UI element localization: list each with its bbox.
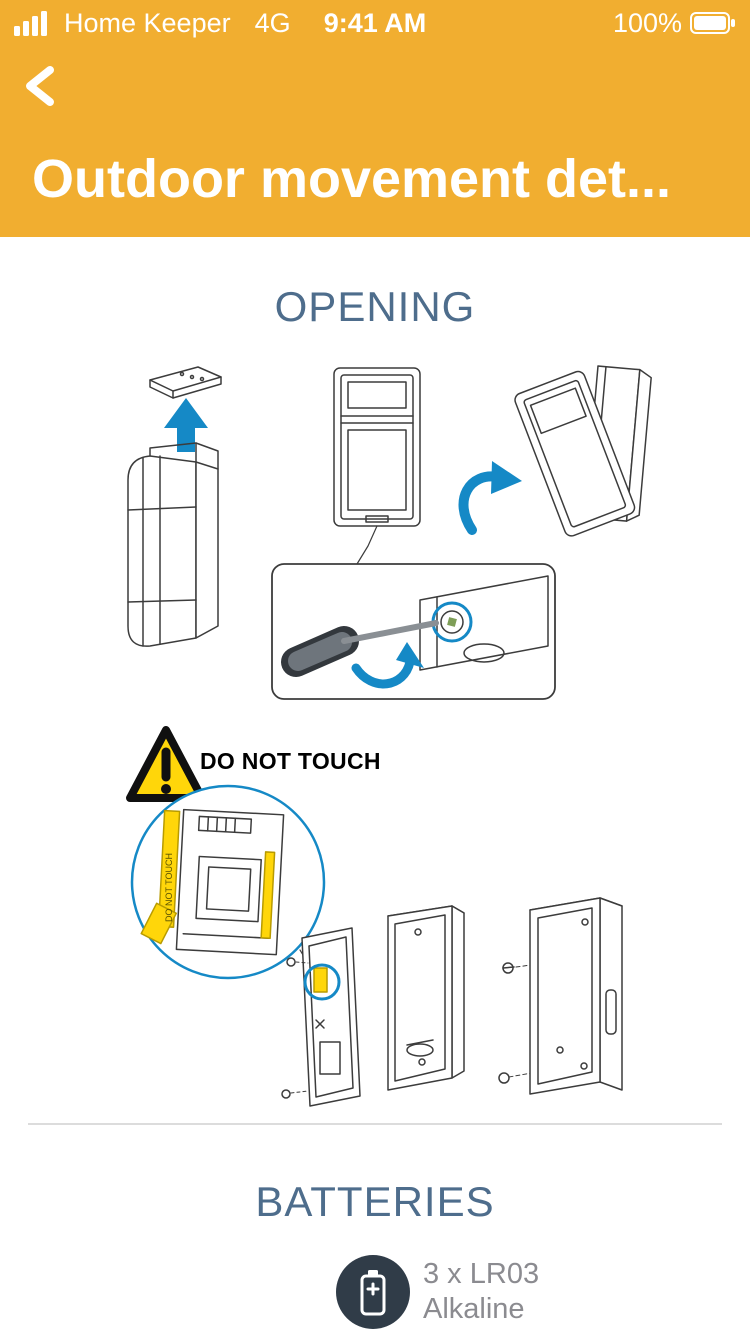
section-divider — [28, 1123, 722, 1125]
carrier-label: Home Keeper — [64, 7, 231, 38]
opening-illustration: DO NOT TOUCH — [0, 350, 750, 1120]
drawing-back-box-screws — [498, 897, 623, 1095]
battery-type: Alkaline — [423, 1293, 525, 1325]
page-title: Outdoor movement det... — [32, 149, 672, 209]
battery-badge — [336, 1255, 410, 1329]
battery-info-row: 3 x LR03 Alkaline — [336, 1255, 539, 1329]
battery-status-icon — [690, 12, 735, 34]
cellular-signal-icon — [14, 11, 47, 36]
back-button[interactable] — [12, 58, 68, 114]
battery-spec-text: 3 x LR03 Alkaline — [423, 1257, 539, 1327]
app-header: Home Keeper 4G 9:41 AM 100% Outdoor move… — [0, 0, 750, 237]
manual-content[interactable]: OPENING — [0, 237, 750, 1334]
drawing-detector-opened — [514, 365, 652, 537]
opening-illustration-drawing: DO NOT TOUCH — [126, 365, 652, 1107]
drawing-back-box — [387, 905, 465, 1091]
drawing-front-plate — [281, 927, 361, 1107]
do-not-touch-label: DO NOT TOUCH — [200, 748, 381, 774]
drawing-screw-inset — [271, 563, 556, 700]
drawing-detector-front — [333, 367, 421, 565]
status-bar: Home Keeper 4G 9:41 AM 100% — [0, 0, 750, 46]
arrow-up-icon — [164, 398, 208, 452]
drawing-detector-cap — [149, 366, 222, 399]
battery-percent-label: 100% — [612, 7, 682, 38]
chevron-left-icon — [26, 66, 54, 106]
arrow-rotate-icon — [458, 461, 522, 535]
drawing-pcb-inset: DO NOT TOUCH — [130, 784, 326, 981]
battery-spec: 3 x LR03 — [423, 1258, 540, 1290]
strip-label: DO NOT TOUCH — [164, 853, 174, 922]
drawing-detector-body — [127, 442, 219, 647]
warning-triangle-icon — [126, 726, 206, 802]
network-label: 4G — [254, 7, 291, 38]
section-title-opening: OPENING — [274, 283, 476, 330]
battery-icon — [360, 1270, 386, 1316]
clock: 9:41 AM — [323, 7, 427, 38]
section-title-batteries: BATTERIES — [255, 1178, 495, 1225]
